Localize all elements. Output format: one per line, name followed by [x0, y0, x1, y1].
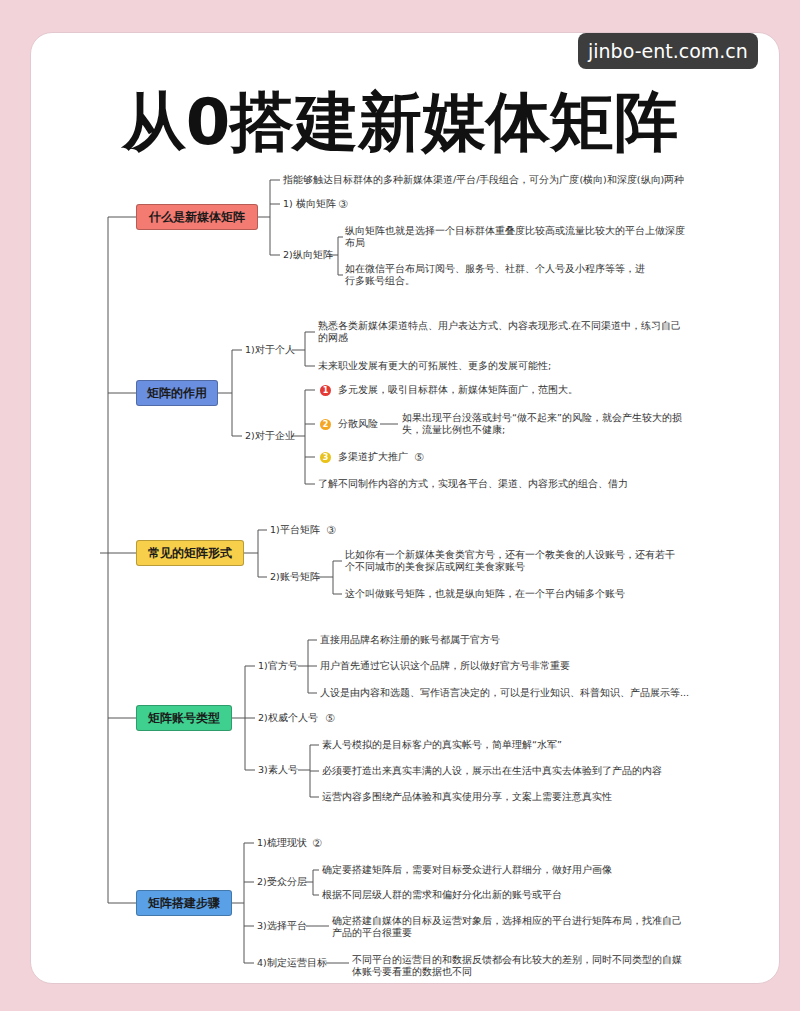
- note-text: 人设是由内容和选题、写作语言决定的，可以是行业知识、科普知识、产品展示等...: [320, 687, 770, 699]
- callout-number: ②: [312, 838, 322, 849]
- note-text: 指能够触达目标群体的多种新媒体渠道/平台/手段组合，可分为广度(横向)和深度(纵…: [283, 174, 770, 186]
- note-text: 素人号模拟的是目标客户的真实帐号，简单理解“水军”: [322, 739, 770, 751]
- category-box: 矩阵的作用: [136, 380, 218, 406]
- trunk-line: [100, 217, 136, 903]
- number-badge: 1: [320, 385, 331, 396]
- note-text: 用户首先通过它认识这个品牌，所以做好官方号非常重要: [320, 660, 770, 672]
- category-text: 什么是新媒体矩阵: [145, 209, 249, 225]
- category-text: 矩阵的作用: [145, 385, 209, 401]
- category-box: 什么是新媒体矩阵: [136, 204, 258, 230]
- note-text: 直接用品牌名称注册的账号都属于官方号: [320, 634, 770, 646]
- note-text: 多元发展，吸引目标群体，新媒体矩阵面广，范围大。: [338, 384, 770, 396]
- note-text: 这个叫做账号矩阵，也就是纵向矩阵，在一个平台内铺多个账号: [345, 588, 770, 600]
- number-badge: 2: [320, 419, 331, 430]
- note-text: 未来职业发展有更大的可拓展性、更多的发展可能性;: [318, 360, 770, 372]
- note-text: 比如你有一个新媒体美食类官方号，还有一个教美食的人设账号，还有若干个不同城市的美…: [345, 549, 680, 574]
- category-box: 矩阵搭建步骤: [136, 890, 232, 916]
- note-text: 确定搭建自媒体的目标及运营对象后，选择相应的平台进行矩阵布局，找准自己产品的平台…: [332, 915, 682, 940]
- note-text: 2)对于企业: [245, 430, 770, 442]
- category-text: 矩阵搭建步骤: [145, 895, 223, 911]
- page-title: 从0搭建新媒体矩阵: [0, 87, 800, 157]
- category-text: 常见的矩阵形式: [145, 545, 235, 561]
- note-text: 如果出现平台没落或封号“做不起来”的风险，就会产生较大的损失，流量比例也不健康;: [402, 412, 687, 437]
- note-text: 熟悉各类新媒体渠道特点、用户表达方式、内容表现形式.在不同渠道中，练习自己的网感: [318, 320, 683, 345]
- note-text: 运营内容多围绕产品体验和真实使用分享，文案上需要注意真实性: [322, 791, 770, 803]
- callout-number: ③: [338, 199, 348, 210]
- note-text: 1) 横向矩阵: [283, 198, 770, 210]
- note-text: 多渠道扩大推广: [338, 451, 770, 463]
- bracket: [244, 530, 342, 594]
- watermark: jinbo-ent.com.cn: [578, 33, 758, 70]
- note-text: 了解不同制作内容的方式，实现各平台、渠道、内容形式的组合、借力: [318, 478, 770, 490]
- note-text: 如在微信平台布局订阅号、服务号、社群、个人号及小程序等等，进行多账号组合。: [345, 263, 645, 288]
- callout-number: ⑤: [414, 452, 424, 463]
- note-text: 2)受众分层: [257, 876, 770, 888]
- category-box: 常见的矩阵形式: [136, 540, 244, 566]
- note-text: 纵向矩阵也就是选择一个目标群体重叠度比较高或流量比较大的平台上做深度布局: [345, 225, 685, 250]
- note-text: 1)平台矩阵: [270, 524, 770, 536]
- note-text: 确定要搭建矩阵后，需要对目标受众进行人群细分，做好用户画像: [322, 864, 770, 876]
- note-text: 不同平台的运营目的和数据反馈都会有比较大的差别，同时不同类型的自媒体账号要看重的…: [352, 954, 682, 979]
- note-text: 根据不同层级人群的需求和偏好分化出新的账号或平台: [322, 889, 770, 901]
- bracket: [232, 843, 349, 963]
- callout-number: ③: [326, 525, 336, 536]
- note-text: 必须要打造出来真实丰满的人设，展示出在生活中真实去体验到了产品的内容: [322, 765, 770, 777]
- category-box: 矩阵账号类型: [136, 705, 232, 731]
- note-text: 1)梳理现状: [257, 837, 770, 849]
- note-text: 2)纵向矩阵: [283, 249, 770, 261]
- callout-number: ⑤: [325, 713, 335, 724]
- number-badge: 3: [320, 452, 331, 463]
- bracket: [258, 180, 343, 275]
- category-text: 矩阵账号类型: [145, 710, 223, 726]
- note-text: 2)账号矩阵: [270, 571, 770, 583]
- note-text: 1)对于个人: [245, 344, 770, 356]
